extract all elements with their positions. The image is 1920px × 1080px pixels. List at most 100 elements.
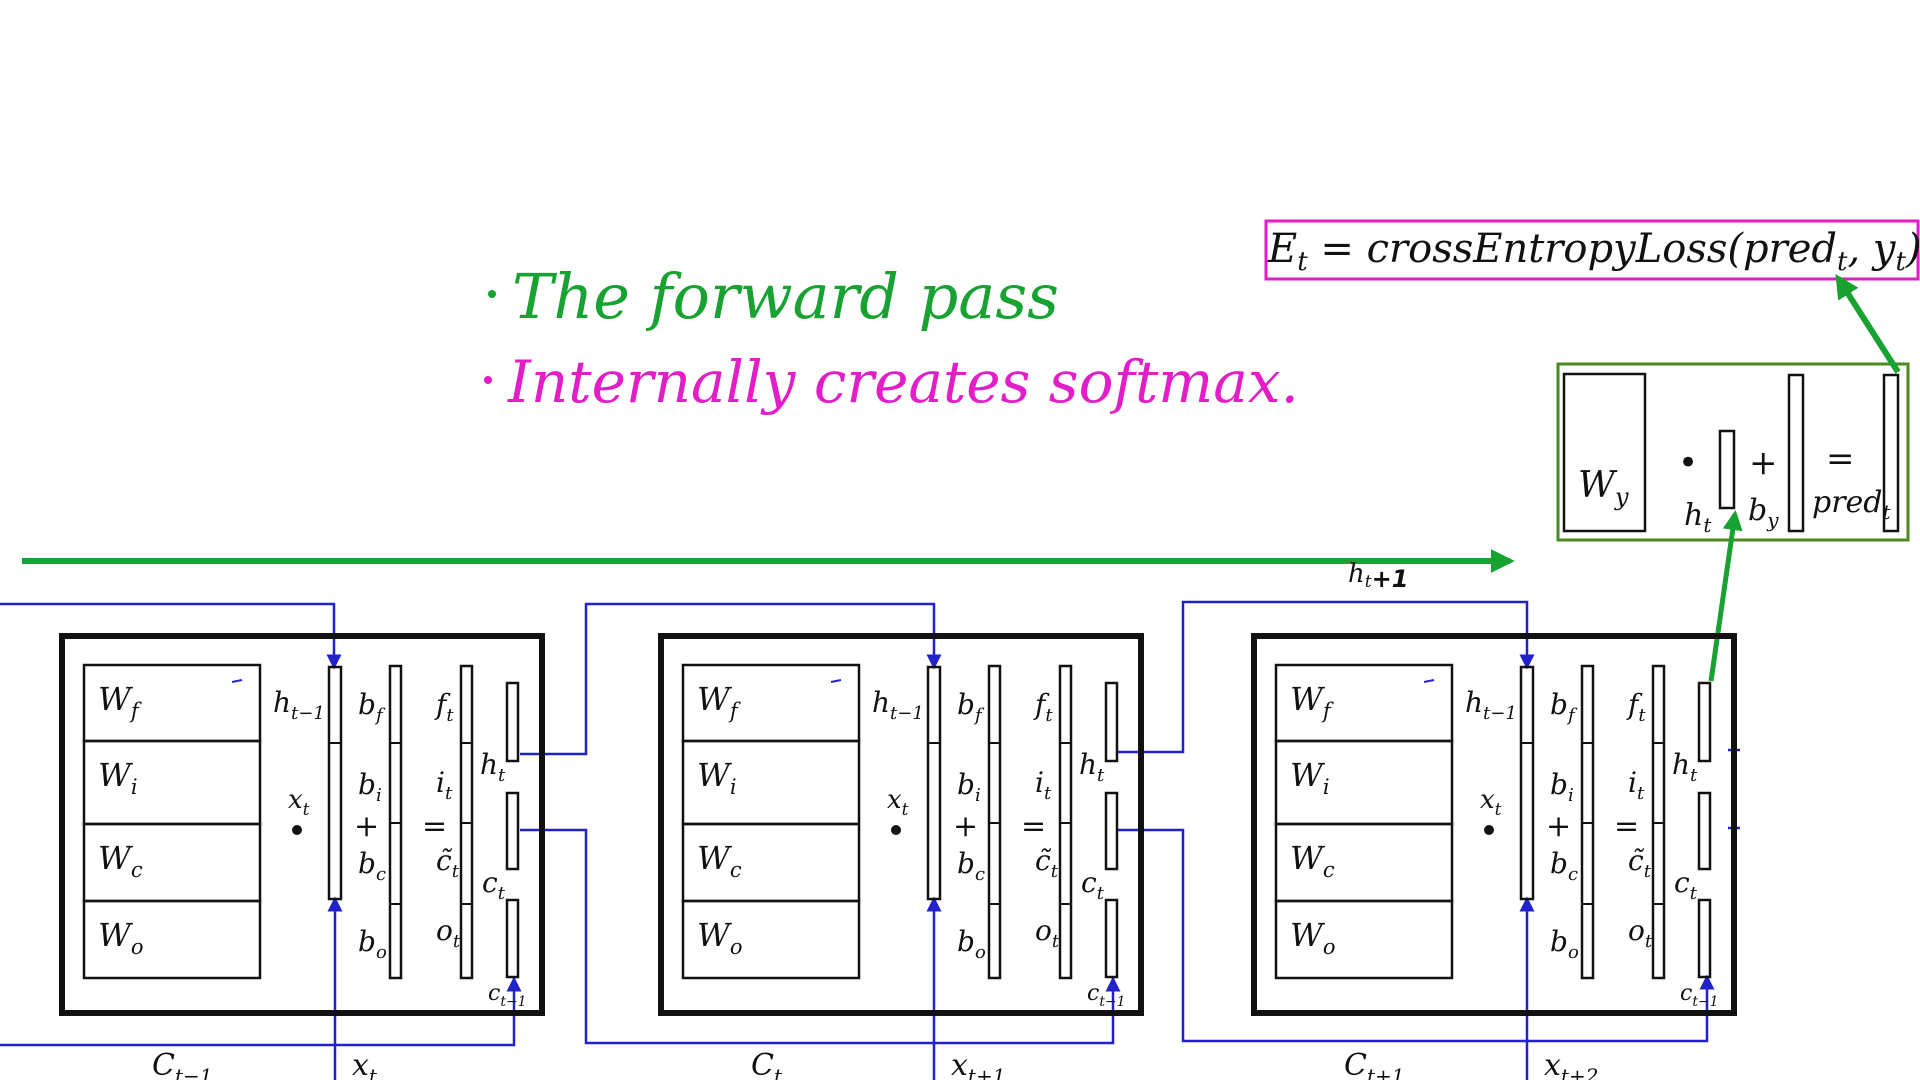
- equals-symbol: =: [1826, 439, 1855, 479]
- gate-label: ft: [434, 688, 454, 726]
- bottom-x-label: xt+1: [951, 1048, 1005, 1080]
- pred-label: predt: [1812, 485, 1892, 524]
- note-softmax: Internally creates softmax.: [507, 348, 1299, 416]
- bias-label: bc: [358, 847, 386, 885]
- bias-label: bc: [1550, 847, 1578, 885]
- weight-label: Wf: [1290, 680, 1334, 723]
- c-wire-1-2: [520, 828, 1121, 1045]
- ct-vector: [1697, 791, 1712, 871]
- ct-label: ct: [482, 866, 506, 904]
- weight-label: Wf: [697, 680, 741, 723]
- bottom-c-label: Ct.: [751, 1048, 788, 1080]
- equals-sign: =: [1614, 809, 1639, 844]
- bias-label: bc: [957, 847, 985, 885]
- lstm-cell-1: WfWiWcWoht−1xtbfbibcbo+ftitc̃tot=htctct−…: [59, 633, 545, 1080]
- by-vector: [1787, 373, 1805, 533]
- h-wire-1-2: [520, 602, 942, 756]
- bias-label: bi: [957, 768, 981, 806]
- weight-label: Wf: [98, 680, 142, 723]
- bias-label: bi: [358, 768, 382, 806]
- weight-block: [1274, 899, 1454, 980]
- ct-label: ct: [1081, 866, 1105, 904]
- lstm-cell-3: WfWiWcWoht−1xtbfbibcbo+ftitc̃tot=htctct−…: [1251, 633, 1737, 1080]
- ht-to-output-arrow: [1708, 510, 1743, 682]
- loss-equation: Et = crossEntropyLoss(predt, yt): [1267, 226, 1920, 277]
- weight-block: [681, 899, 861, 980]
- bottom-x-label: xt: [352, 1048, 378, 1080]
- bottom-x-label: xt+2: [1544, 1048, 1598, 1080]
- wy-label: Wy: [1578, 465, 1629, 511]
- gate-label: it: [1628, 766, 1645, 804]
- ct-vector: [505, 791, 520, 871]
- weight-label: Wo: [1290, 916, 1336, 959]
- h-prev-label: ht−1: [872, 686, 924, 724]
- weight-label: Wi: [1290, 756, 1330, 799]
- ht-vector: [1104, 681, 1119, 763]
- concat-vector: [926, 665, 942, 901]
- ht-label: ht: [1079, 748, 1105, 786]
- dot-product-dot: [292, 825, 302, 835]
- plus-sign: +: [1546, 809, 1571, 844]
- bias-label: bo: [358, 925, 387, 963]
- c-prev-label: ct−1: [1087, 981, 1126, 1010]
- gate-label: c̃t: [1628, 844, 1652, 882]
- c-prev-label: ct−1: [1680, 981, 1719, 1010]
- c-prev-vector: [1697, 898, 1712, 979]
- equals-sign: =: [1021, 809, 1046, 844]
- dot-product-dot: [1484, 825, 1494, 835]
- cell-frame: [1251, 633, 1737, 1016]
- ht-vector: [1697, 681, 1712, 763]
- ht-label: ht: [480, 748, 506, 786]
- stray-mark: [1423, 679, 1435, 683]
- c-prev-vector: [1104, 898, 1119, 979]
- weight-label: Wo: [98, 916, 144, 959]
- gate-label: it: [436, 766, 453, 804]
- note-bullet-2: [484, 376, 492, 384]
- recurrent-connections: [0, 600, 1740, 1080]
- x-label: xt: [288, 785, 310, 820]
- x-label: xt: [1480, 785, 1502, 820]
- h-wire-2-3: [1117, 600, 1535, 754]
- note-forward-pass: The forward pass: [512, 260, 1059, 333]
- weight-label: Wi: [697, 756, 737, 799]
- gate-label: c̃t: [436, 844, 460, 882]
- bottom-c-label: Ct−1: [152, 1048, 213, 1080]
- stray-mark: [830, 679, 842, 683]
- bias-label: bf: [957, 688, 985, 726]
- dot-product-dot: [891, 825, 901, 835]
- h-in-wire-1: [0, 602, 342, 670]
- c-in-wire-1: [0, 976, 522, 1047]
- weight-label: Wc: [1290, 839, 1335, 882]
- cell-frame: [59, 633, 545, 1016]
- gate-label: c̃t: [1035, 844, 1059, 882]
- h-prev-label: ht−1: [1465, 686, 1517, 724]
- gate-label: ot: [1628, 914, 1653, 952]
- loss-equation-box: Et = crossEntropyLoss(predt, yt): [1264, 219, 1920, 281]
- x-label: xt: [887, 785, 909, 820]
- arrow-ht-label: ht+1: [1348, 559, 1408, 593]
- by-label: by: [1748, 493, 1779, 532]
- lstm-cell-2: WfWiWcWoht−1xtbfbibcbo+ftitc̃tot=htctct−…: [658, 633, 1144, 1080]
- weight-label: Wo: [697, 916, 743, 959]
- bias-label: bf: [358, 688, 386, 726]
- gate-label: it: [1035, 766, 1052, 804]
- notes: The forward pass Internally creates soft…: [484, 260, 1299, 416]
- weight-label: Wi: [98, 756, 138, 799]
- c-wire-2-3: [1117, 828, 1715, 1043]
- plus-sign: +: [953, 809, 978, 844]
- bias-label: bo: [957, 925, 986, 963]
- ht-vector: [505, 681, 520, 763]
- equals-sign: =: [422, 809, 447, 844]
- cell-frame: [658, 633, 1144, 1016]
- weight-label: Wc: [697, 839, 742, 882]
- dot-product-symbol: •: [1678, 443, 1698, 483]
- ht-label: ht: [1672, 748, 1698, 786]
- plus-sign: +: [354, 809, 379, 844]
- note-bullet-1: [488, 290, 496, 298]
- c-prev-label: ct−1: [488, 981, 527, 1010]
- c-prev-vector: [505, 898, 520, 979]
- concat-vector: [327, 665, 343, 901]
- wy-matrix: [1562, 372, 1647, 533]
- gate-label: ft: [1626, 688, 1646, 726]
